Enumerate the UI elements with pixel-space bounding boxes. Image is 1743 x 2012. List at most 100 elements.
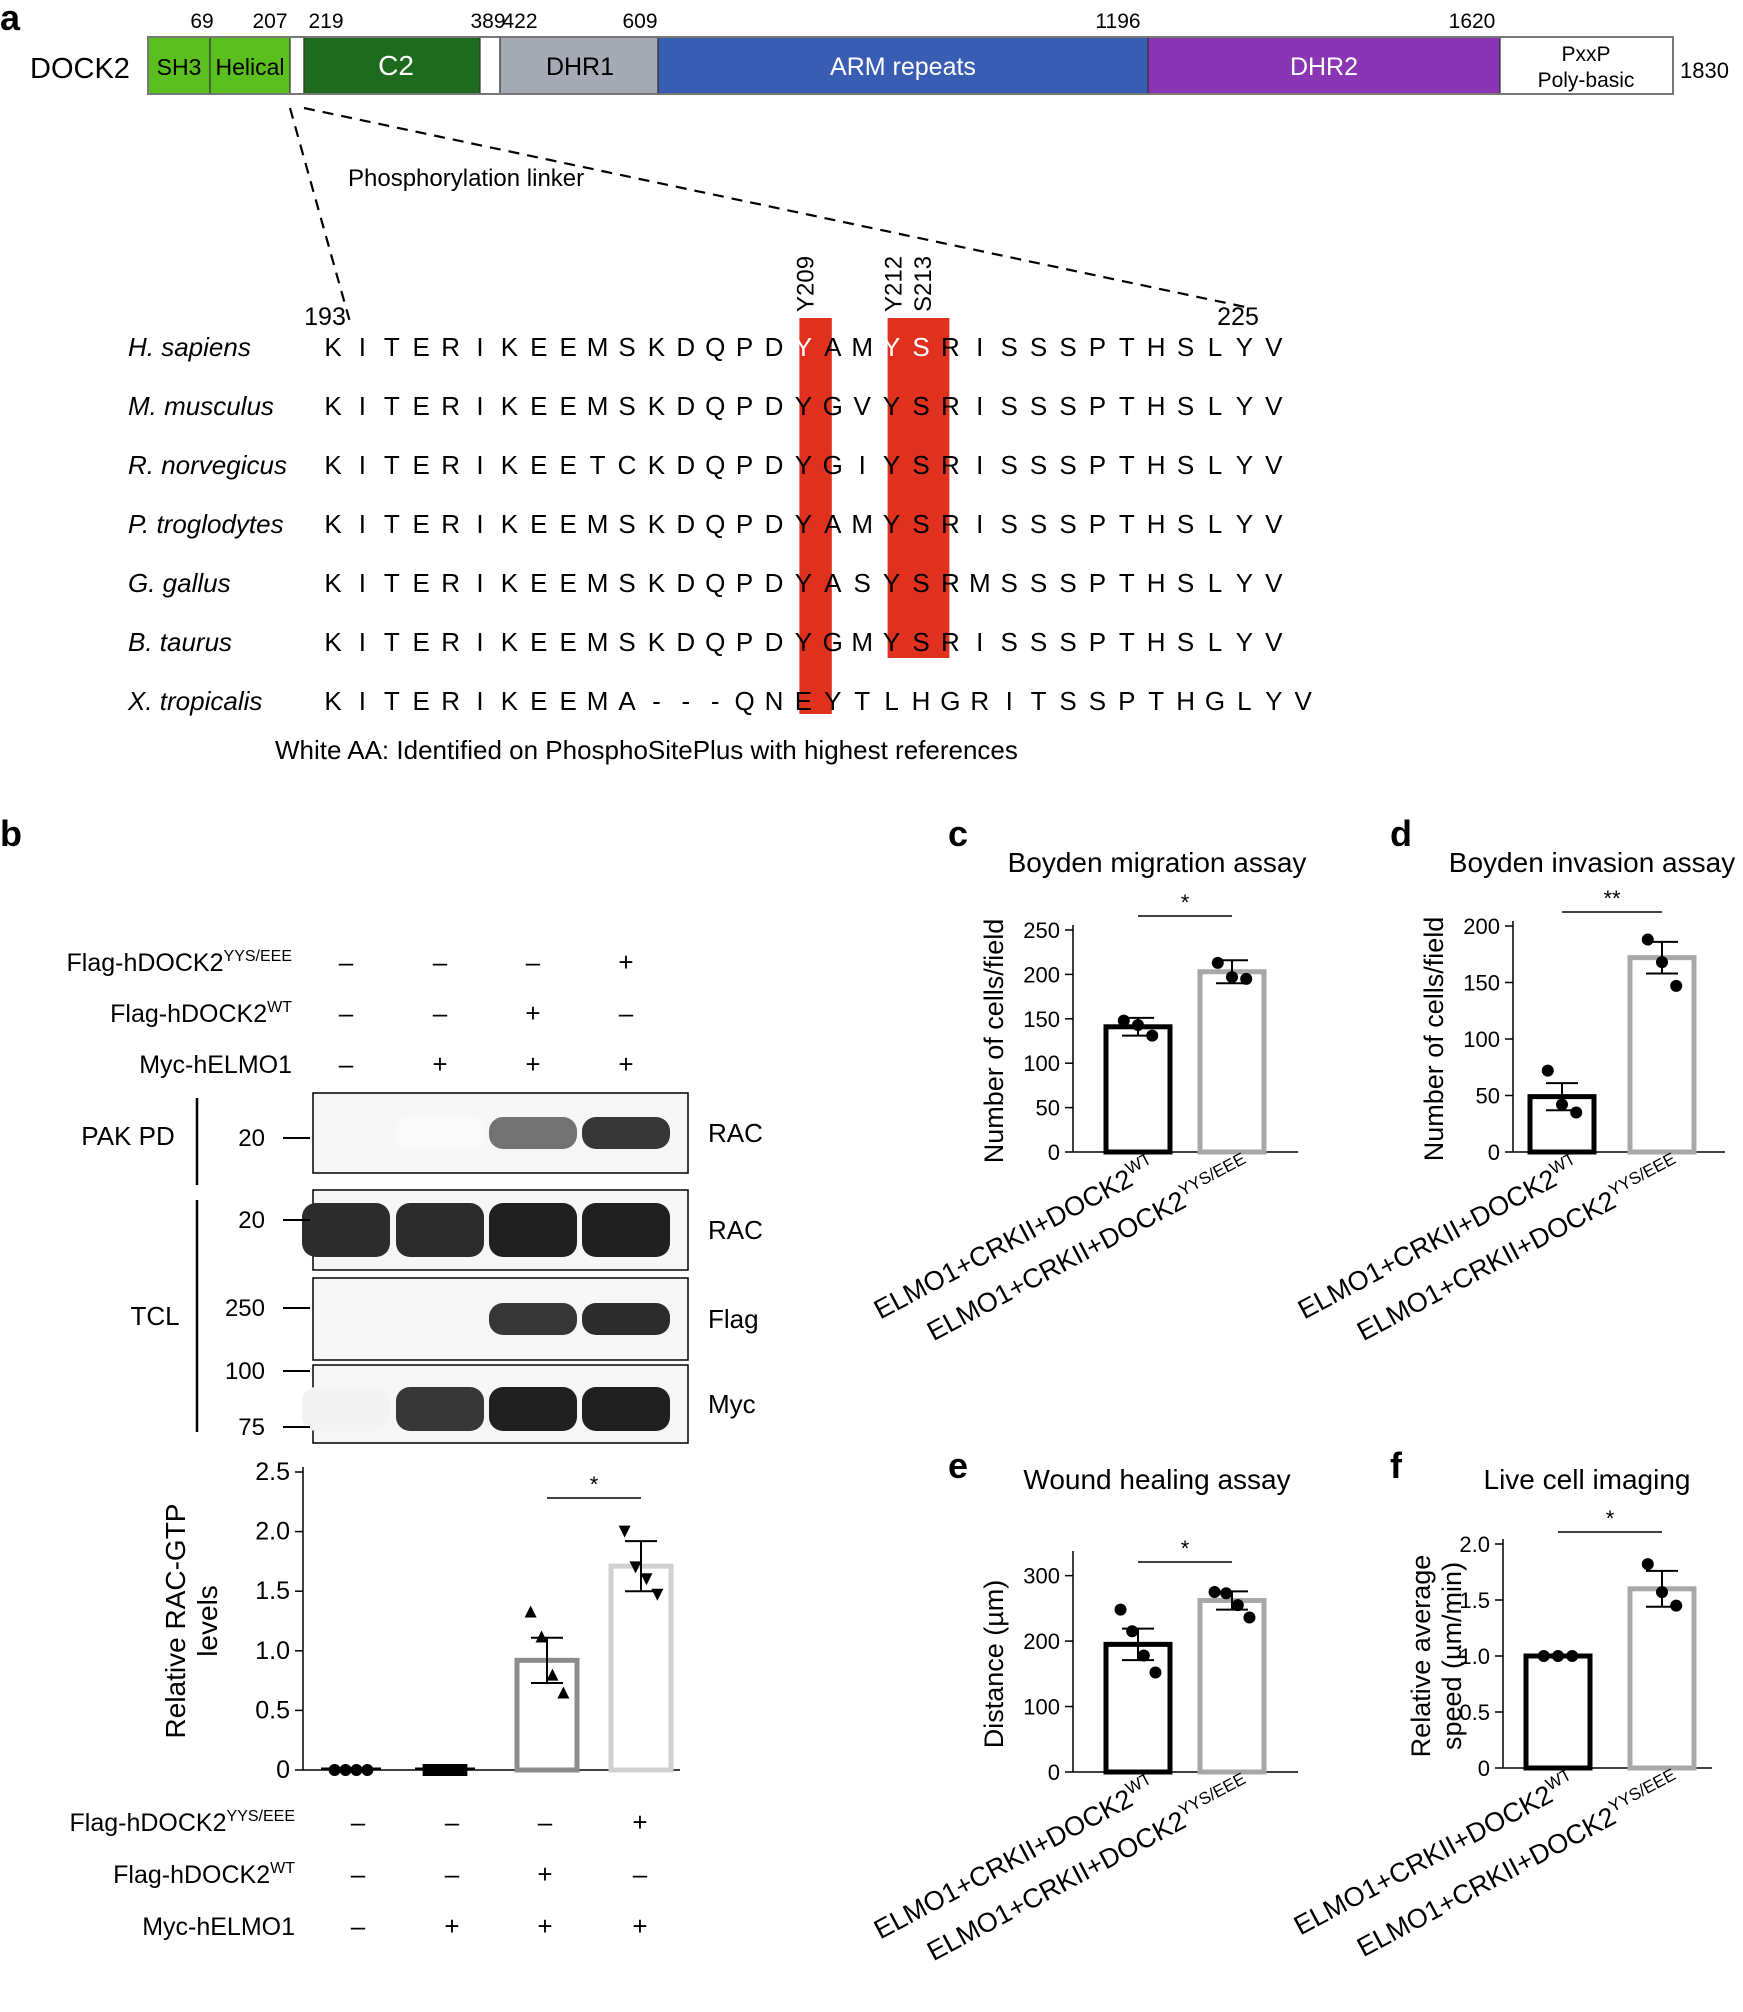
residue: Y [824, 686, 841, 716]
residue: Y [1236, 391, 1253, 421]
residue: P [1089, 627, 1106, 657]
residue: S [1001, 450, 1018, 480]
residue: H [1147, 568, 1166, 598]
chart-b-sign: + [537, 1859, 552, 1889]
residue: E [413, 686, 430, 716]
residue: K [501, 450, 519, 480]
y-tick-label: 50 [1476, 1084, 1500, 1109]
residue: T [1119, 450, 1135, 480]
residue: D [676, 627, 695, 657]
western-blot: Flag-hDOCK2YYS/EEE–––+Flag-hDOCK2WT––+–M… [67, 947, 763, 1444]
residue: P [736, 450, 753, 480]
residue: S [854, 568, 871, 598]
residue: G [1205, 686, 1225, 716]
total-length: 1830 [1680, 58, 1729, 83]
residue: S [912, 332, 929, 362]
residue: M [587, 627, 609, 657]
data-point [1240, 972, 1253, 985]
residue: M [851, 627, 873, 657]
y-tick-label: 150 [1023, 1007, 1060, 1032]
residue: I [976, 627, 983, 657]
species-label: R. norvegicus [128, 450, 287, 480]
residue: H [1147, 509, 1166, 539]
blot-sign: + [618, 1049, 633, 1079]
residue: V [1265, 391, 1283, 421]
y-axis-label: Relative averagespeed (µm/min) [1406, 1555, 1467, 1758]
residue: S [1177, 332, 1194, 362]
residue: Y [795, 332, 812, 362]
residue: I [976, 509, 983, 539]
chart-b-sign: + [632, 1911, 647, 1941]
blot-row-label: Flag-hDOCK2YYS/EEE [67, 948, 292, 977]
domain-tick: 207 [252, 10, 287, 33]
residue: P [736, 509, 753, 539]
residue: Y [1236, 450, 1253, 480]
residue: I [476, 332, 483, 362]
chart-b-row-label: Flag-hDOCK2WT [113, 1860, 295, 1889]
residue: Y [795, 391, 812, 421]
residue: S [1059, 450, 1076, 480]
domain-dhr2 [1147, 36, 1501, 95]
blot-sign: + [618, 947, 633, 977]
residue: T [1119, 568, 1135, 598]
data-point [1220, 1587, 1233, 1600]
data-point [1149, 1666, 1162, 1679]
chart-title: Wound healing assay [1023, 1464, 1290, 1495]
y-tick-label: 0 [1488, 1140, 1500, 1165]
chart-b-sign: – [633, 1859, 648, 1889]
y-axis-label: Relative RAC-GTPlevels [160, 1504, 223, 1739]
residue: K [648, 450, 666, 480]
bar [1523, 1653, 1593, 1771]
residue: E [530, 627, 547, 657]
residue: S [912, 391, 929, 421]
residue: I [859, 450, 866, 480]
residue: G [823, 627, 843, 657]
residue: S [1177, 450, 1194, 480]
residue: R [941, 391, 960, 421]
residue: R [941, 450, 960, 480]
domain-gap-2 [289, 36, 305, 95]
data-point [1231, 1599, 1244, 1612]
residue: Y [795, 509, 812, 539]
residue: Y [795, 450, 812, 480]
residue: K [501, 568, 519, 598]
residue: Y [1236, 568, 1253, 598]
residue: T [384, 627, 400, 657]
residue: D [676, 450, 695, 480]
panel-letter-a: a [0, 0, 21, 38]
data-point [422, 1764, 435, 1776]
residue: E [413, 391, 430, 421]
residue: R [970, 686, 989, 716]
y-tick-label: 2.0 [255, 1518, 290, 1546]
residue: Q [705, 391, 725, 421]
residue: I [359, 391, 366, 421]
residue: T [1119, 332, 1135, 362]
bar [608, 1563, 674, 1773]
residue: S [1001, 391, 1018, 421]
residue: T [1031, 686, 1047, 716]
blot-band [582, 1387, 670, 1431]
residue: P [1089, 509, 1106, 539]
domain-label: C2 [378, 50, 414, 81]
domain-arm-repeats [657, 36, 1149, 95]
residue: T [854, 686, 870, 716]
residue: S [618, 391, 635, 421]
residue: S [1030, 332, 1047, 362]
mw-marker: 100 [225, 1358, 265, 1385]
residue: M [587, 509, 609, 539]
residue: N [765, 686, 784, 716]
highlight-y209 [799, 318, 832, 714]
residue: - [652, 686, 661, 716]
residue: H [912, 686, 931, 716]
residue: E [560, 450, 577, 480]
residue: R [441, 509, 460, 539]
residue: D [765, 627, 784, 657]
residue: K [648, 391, 666, 421]
residue: S [912, 568, 929, 598]
data-point [350, 1764, 363, 1776]
residue: L [884, 686, 898, 716]
domain-label: Helical [215, 54, 284, 80]
